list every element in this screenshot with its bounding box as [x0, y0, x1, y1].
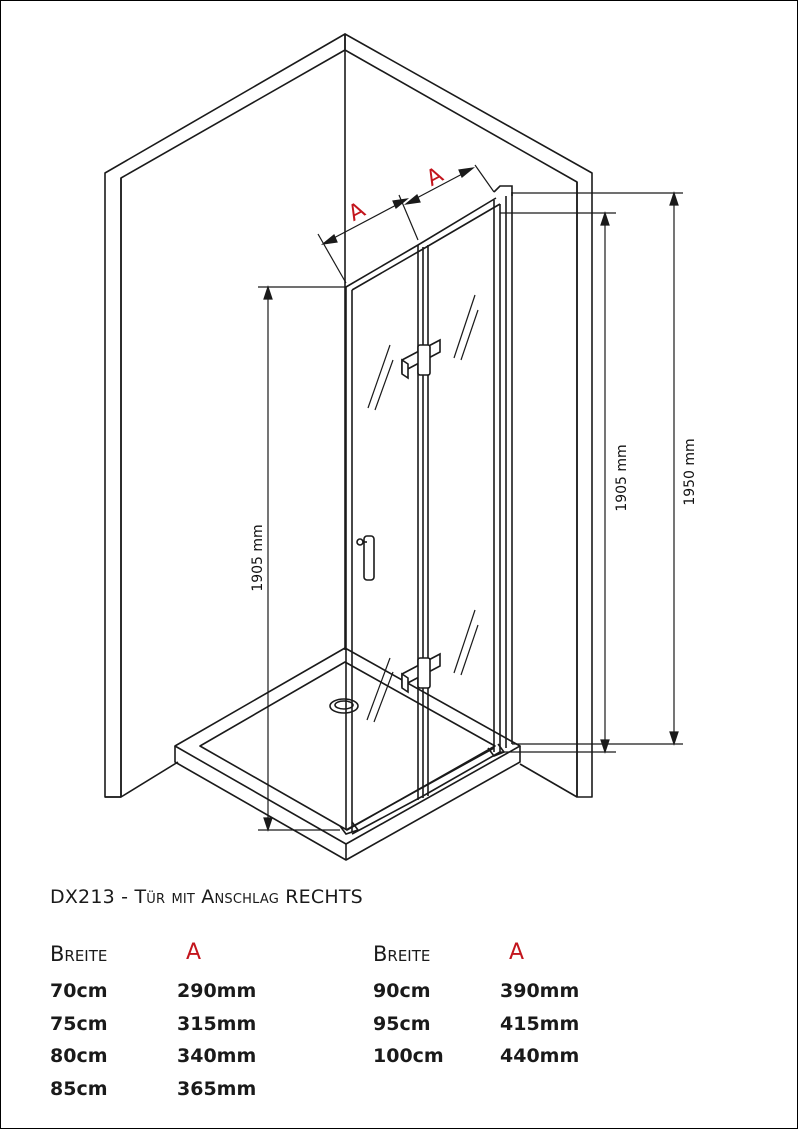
- door-orientation-text: Tür mit Anschlag: [134, 886, 280, 908]
- glass-panels: [339, 185, 513, 835]
- left-row-3-breite: 80cm: [50, 1045, 108, 1067]
- product-title: DX213 - Tür mit Anschlag RECHTS: [50, 886, 363, 908]
- right-row-2-a: 415mm: [500, 1013, 580, 1035]
- right-row-1-breite: 90cm: [373, 980, 431, 1002]
- left-breite-header: Breite: [50, 942, 108, 966]
- inner-height-label: 1905 mm: [614, 444, 630, 511]
- total-height-label: 1950 mm: [682, 438, 698, 505]
- right-row-1-a: 390mm: [500, 980, 580, 1002]
- drain: [329, 698, 359, 714]
- right-row-3-a: 440mm: [500, 1045, 580, 1067]
- hinges: [401, 338, 441, 694]
- left-a-header: A: [186, 940, 202, 965]
- shower-tray: [174, 647, 521, 861]
- left-row-3-a: 340mm: [177, 1045, 257, 1067]
- upper-hinge: [401, 338, 441, 380]
- right-breite-header: Breite: [373, 942, 431, 966]
- glass-reflections: [366, 294, 479, 723]
- left-row-2-breite: 75cm: [50, 1013, 108, 1035]
- a-right-label: A: [422, 163, 447, 192]
- a-left-label: A: [344, 198, 369, 227]
- dimension-lines: [258, 164, 683, 832]
- right-row-3-breite: 100cm: [373, 1045, 444, 1067]
- orientation-value: RECHTS: [285, 886, 363, 908]
- model-number: DX213: [50, 886, 115, 908]
- left-row-2-a: 315mm: [177, 1013, 257, 1035]
- left-row-4-breite: 85cm: [50, 1078, 108, 1100]
- left-row-4-a: 365mm: [177, 1078, 257, 1100]
- right-a-header: A: [509, 940, 525, 965]
- left-row-1-breite: 70cm: [50, 980, 108, 1002]
- shower-enclosure-drawing: 1905 mm 1905 mm 1950 mm A A: [104, 33, 698, 861]
- left-row-1-a: 290mm: [177, 980, 257, 1002]
- walls: [104, 33, 593, 798]
- right-row-2-breite: 95cm: [373, 1013, 431, 1035]
- lower-hinge: [401, 652, 441, 694]
- door-height-label: 1905 mm: [250, 524, 266, 591]
- title-separator: -: [121, 886, 129, 908]
- door-handle: [356, 535, 375, 581]
